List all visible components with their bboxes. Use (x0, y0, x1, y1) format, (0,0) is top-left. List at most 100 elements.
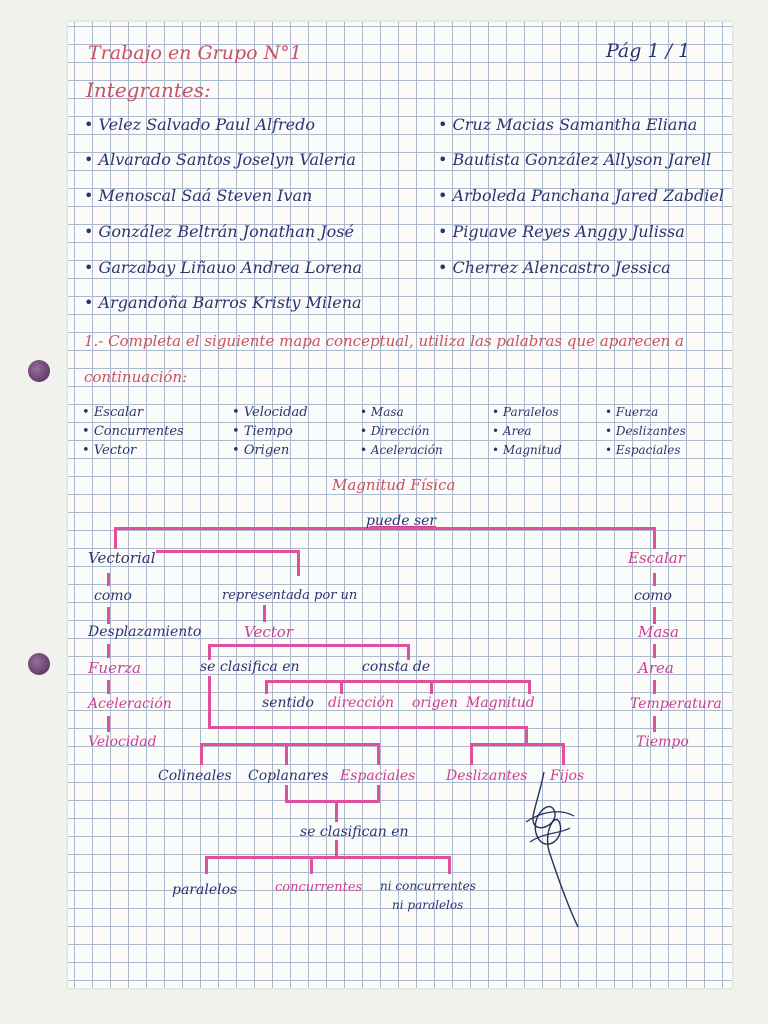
text-value: Cherrez Alencastro Jessica (452, 258, 671, 277)
map-connector-line (653, 607, 656, 624)
map-connector-line (107, 607, 110, 624)
page-number: Pág 1 / 1 (606, 40, 691, 62)
map-connector-line (107, 716, 110, 732)
member-left-1: • Velez Salvado Paul Alfredo (84, 115, 316, 134)
word-bank-item: • Masa (360, 405, 404, 419)
map-connector-line (653, 644, 656, 658)
text-value: Cruz Macias Samantha Eliana (452, 115, 698, 134)
graph-paper-sheet (68, 22, 732, 988)
member-right-1: • Cruz Macias Samantha Eliana (438, 115, 698, 134)
instruction-line-1: 1.- Completa el siguiente mapa conceptua… (84, 332, 684, 350)
map-connector-line (528, 680, 531, 694)
word-bank-item: • Espaciales (605, 443, 681, 457)
text-value: Origen (243, 443, 290, 458)
word-bank-item: • Magnitud (492, 443, 562, 457)
map-type: Coplanares (248, 768, 329, 784)
map-connector-line (448, 856, 451, 874)
map-connector-line (114, 527, 656, 530)
map-connector-line (335, 800, 338, 822)
word-bank-item: • Vector (82, 443, 137, 458)
member-right-5: • Cherrez Alencastro Jessica (438, 258, 671, 277)
text-value: Masa (370, 405, 404, 419)
map-connector-line (525, 726, 528, 746)
text-value: Argandoña Barros Kristy Milena (98, 293, 362, 312)
map-vectorial-como: como (94, 588, 132, 604)
map-connector-line (562, 743, 565, 765)
map-root: Magnitud Física (332, 476, 456, 494)
text-value: Deslizantes (615, 424, 686, 438)
map-connector-line (430, 680, 433, 694)
text-value: Vector (93, 443, 137, 458)
word-bank-item: • Dirección (360, 424, 430, 438)
map-vectorial-item: Desplazamiento (88, 624, 202, 640)
word-bank-item: • Concurrentes (82, 424, 184, 439)
map-connector-line (340, 680, 343, 694)
text-value: Tiempo (243, 424, 293, 439)
map-consists: consta de (362, 659, 431, 675)
map-connector-line (265, 680, 531, 683)
text-value: González Beltrán Jonathan José (98, 222, 354, 241)
map-connector-line (653, 716, 656, 732)
text-value: Magnitud (502, 443, 562, 457)
member-left-5: • Garzabay Liñauo Andrea Lorena (84, 258, 363, 277)
map-type: Fijos (550, 768, 585, 784)
map-connector-line (653, 527, 656, 549)
map-connector-line (156, 550, 300, 553)
word-bank-item: • Aceleración (360, 443, 443, 457)
members-heading: Integrantes: (86, 78, 211, 102)
map-connector-label: puede ser (366, 513, 437, 529)
map-part: dirección (328, 695, 395, 711)
binder-hole-bottom (28, 653, 50, 675)
word-bank-item: • Escalar (82, 405, 144, 420)
map-connector-line (208, 676, 211, 726)
map-escalar-item: Tiempo (636, 734, 689, 750)
map-part: origen (412, 695, 458, 711)
map-connector-line (205, 856, 208, 874)
map-part: Magnitud (466, 695, 535, 711)
text-value: Menoscal Saá Steven Ivan (98, 186, 313, 205)
text-value: Garzabay Liñauo Andrea Lorena (98, 258, 363, 277)
map-vector: Vector (244, 623, 293, 641)
map-connector-line (377, 743, 380, 765)
text-value: Piguave Reyes Anggy Julissa (452, 222, 685, 241)
map-part: sentido (262, 695, 314, 711)
binder-hole-top (28, 360, 50, 382)
map-sub-type: concurrentes (275, 880, 363, 895)
map-connector-line (107, 573, 110, 586)
map-escalar-item: Masa (638, 623, 679, 641)
map-type: Colineales (158, 768, 232, 784)
word-bank-item: • Paralelos (492, 405, 559, 419)
map-connector-line (205, 856, 451, 859)
text-value: Velez Salvado Paul Alfredo (98, 115, 316, 134)
text-value: Concurrentes (93, 424, 184, 439)
map-type: Espaciales (340, 768, 416, 784)
member-left-6: • Argandoña Barros Kristy Milena (84, 293, 362, 312)
member-left-3: • Menoscal Saá Steven Ivan (84, 186, 313, 205)
word-bank-item: • Deslizantes (605, 424, 686, 438)
map-vectorial-item: Aceleración (88, 696, 172, 712)
word-bank-item: • Area (492, 424, 532, 438)
map-type: Deslizantes (446, 768, 528, 784)
map-classified-2: se clasifican en (300, 824, 409, 840)
map-connector-line (107, 680, 110, 694)
instruction-line-2: continuación: (84, 368, 188, 386)
map-connector-line (208, 644, 211, 660)
word-bank-item: • Velocidad (232, 405, 308, 420)
word-bank-item: • Fuerza (605, 405, 659, 419)
map-connector-line (285, 743, 288, 765)
map-connector-line (107, 644, 110, 658)
map-connector-line (407, 644, 410, 660)
map-connector-line (470, 743, 565, 746)
text-value: Fuerza (615, 405, 659, 419)
map-escalar-item: Temperatura (630, 696, 722, 712)
map-connector-line (208, 726, 528, 729)
member-left-4: • González Beltrán Jonathan José (84, 222, 354, 241)
map-connector-line (200, 743, 380, 746)
word-bank-item: • Origen (232, 443, 290, 458)
text-value: Arboleda Panchana Jared Zabdiel (452, 186, 724, 205)
map-classified: se clasifica en (200, 659, 300, 675)
map-connector-line (470, 743, 473, 765)
text-value: Velocidad (243, 405, 308, 420)
text-value: Area (502, 424, 532, 438)
member-right-3: • Arboleda Panchana Jared Zabdiel (438, 186, 724, 205)
